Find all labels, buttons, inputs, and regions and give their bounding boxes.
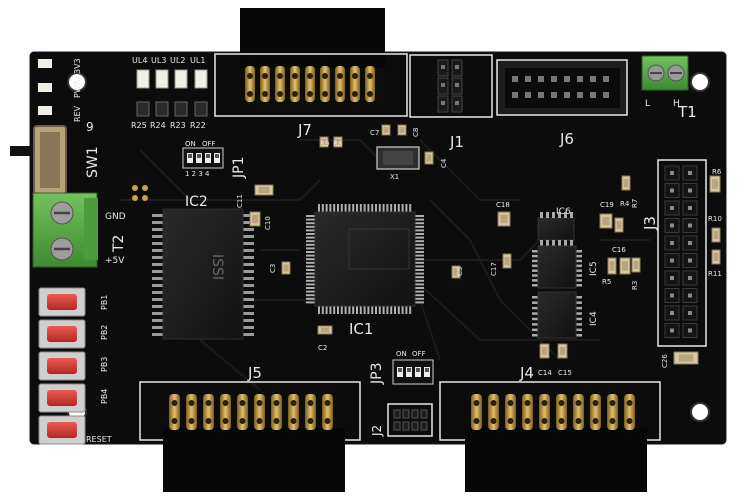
label-r24: R24 — [150, 121, 166, 130]
label-c19: C19 — [600, 201, 614, 209]
label-r3: R3 — [631, 281, 639, 290]
dip-switch-jp3[interactable] — [392, 359, 434, 385]
label-c10: C10 — [264, 216, 272, 230]
label-jp3-on: ON — [396, 350, 407, 358]
label-r10: R10 — [708, 215, 722, 223]
label-pb1: PB1 — [100, 295, 109, 310]
label-t2: T2 — [111, 235, 127, 253]
terminal-t1 — [641, 55, 689, 91]
chip-ic6 — [532, 212, 582, 289]
label-j2: J2 — [370, 425, 384, 437]
label-c15: C15 — [558, 369, 572, 377]
label-pb2: PB2 — [100, 325, 109, 340]
label-j5: J5 — [247, 364, 262, 382]
chip-ic4 — [532, 291, 582, 339]
label-r11: R11 — [708, 270, 722, 278]
label-c17: C17 — [490, 262, 498, 276]
label-ic6: IC6 — [556, 207, 571, 217]
label-ic1: IC1 — [349, 320, 373, 338]
label-ic2-chip: ISSI — [209, 254, 225, 280]
led-label-3v3: 3V3 — [73, 58, 82, 74]
label-c7: C7 — [370, 129, 379, 137]
header-j1 — [409, 54, 493, 118]
label-gnd: GND — [105, 212, 126, 222]
led-label-rev: REV — [73, 105, 82, 122]
label-c5: C5 — [456, 267, 464, 276]
header-j2 — [387, 403, 433, 437]
label-j3: J3 — [641, 216, 659, 231]
status-leds — [38, 59, 52, 115]
label-r9: R9 — [320, 140, 329, 148]
label-jp3: JP3 — [369, 363, 385, 385]
label-r22: R22 — [190, 121, 206, 130]
label-jp1: JP1 — [231, 157, 247, 179]
silkscreen: REV PWR 3V3 UL4 UL3 UL2 UL1 R25 R24 R23 … — [73, 56, 722, 444]
mounting-hole — [690, 402, 710, 422]
label-ul4: UL4 — [132, 56, 147, 65]
label-jp1-nums: 1 2 3 4 — [185, 170, 210, 178]
label-c18: C18 — [496, 201, 510, 209]
chip-ic2 — [152, 208, 254, 340]
label-t1: T1 — [677, 103, 697, 121]
label-r25: R25 — [131, 121, 147, 130]
mounting-hole — [67, 72, 87, 92]
label-j6: J6 — [559, 130, 574, 148]
led-label-pwr: PWR — [73, 79, 82, 98]
switch-sw1[interactable] — [10, 125, 67, 195]
label-c16: C16 — [612, 246, 626, 254]
label-pb3: PB3 — [100, 357, 109, 372]
user-leds — [136, 69, 208, 117]
label-j7: J7 — [297, 121, 312, 139]
mounting-hole — [690, 72, 710, 92]
label-ul2: UL2 — [170, 56, 185, 65]
box-header-j6 — [496, 59, 628, 116]
connector-j4 — [439, 381, 661, 492]
pcb-traces — [120, 139, 650, 391]
label-c14: C14 — [538, 369, 552, 377]
header-j3 — [657, 159, 707, 347]
chip-ic1 — [306, 204, 424, 314]
label-t1-l: L — [645, 99, 650, 109]
label-5v: +5V — [105, 256, 125, 266]
label-reset: RESET — [86, 435, 112, 444]
crystal-x1 — [376, 146, 420, 170]
label-c11: C11 — [236, 194, 244, 208]
label-ul3: UL3 — [151, 56, 166, 65]
label-r7: R7 — [631, 199, 639, 208]
smd-components — [249, 124, 721, 365]
label-jp1-on: ON — [185, 140, 196, 148]
label-j4: J4 — [519, 364, 534, 382]
test-pads — [132, 185, 148, 201]
label-ul1: UL1 — [190, 56, 205, 65]
label-r6: R6 — [712, 168, 722, 176]
label-jp3-off: OFF — [412, 350, 426, 358]
connector-j5 — [139, 381, 361, 492]
label-t1-h: H — [673, 99, 680, 109]
terminal-t2 — [32, 192, 98, 268]
label-c4: C4 — [440, 158, 448, 168]
label-c26: C26 — [661, 354, 669, 368]
label-sw1: SW1 — [85, 146, 101, 178]
label-j1: J1 — [449, 133, 464, 151]
label-ic4: IC4 — [589, 311, 599, 326]
label-c8: C8 — [412, 128, 420, 137]
label-r23: R23 — [170, 121, 186, 130]
label-r5: R5 — [602, 278, 611, 286]
connector-j7 — [214, 8, 408, 117]
label-c3: C3 — [269, 264, 277, 273]
label-sw1-mark: 9 — [86, 120, 94, 134]
label-ic5: IC5 — [589, 261, 599, 276]
push-buttons[interactable] — [38, 287, 86, 445]
label-jp1-off: OFF — [202, 140, 216, 148]
label-r4: R4 — [620, 200, 630, 208]
label-r8: R8 — [333, 140, 342, 148]
label-ic2: IC2 — [185, 194, 208, 210]
label-pb4: PB4 — [100, 389, 109, 404]
dip-switch-jp1[interactable] — [182, 147, 224, 169]
label-x1: X1 — [390, 173, 399, 181]
label-c2: C2 — [318, 344, 327, 352]
